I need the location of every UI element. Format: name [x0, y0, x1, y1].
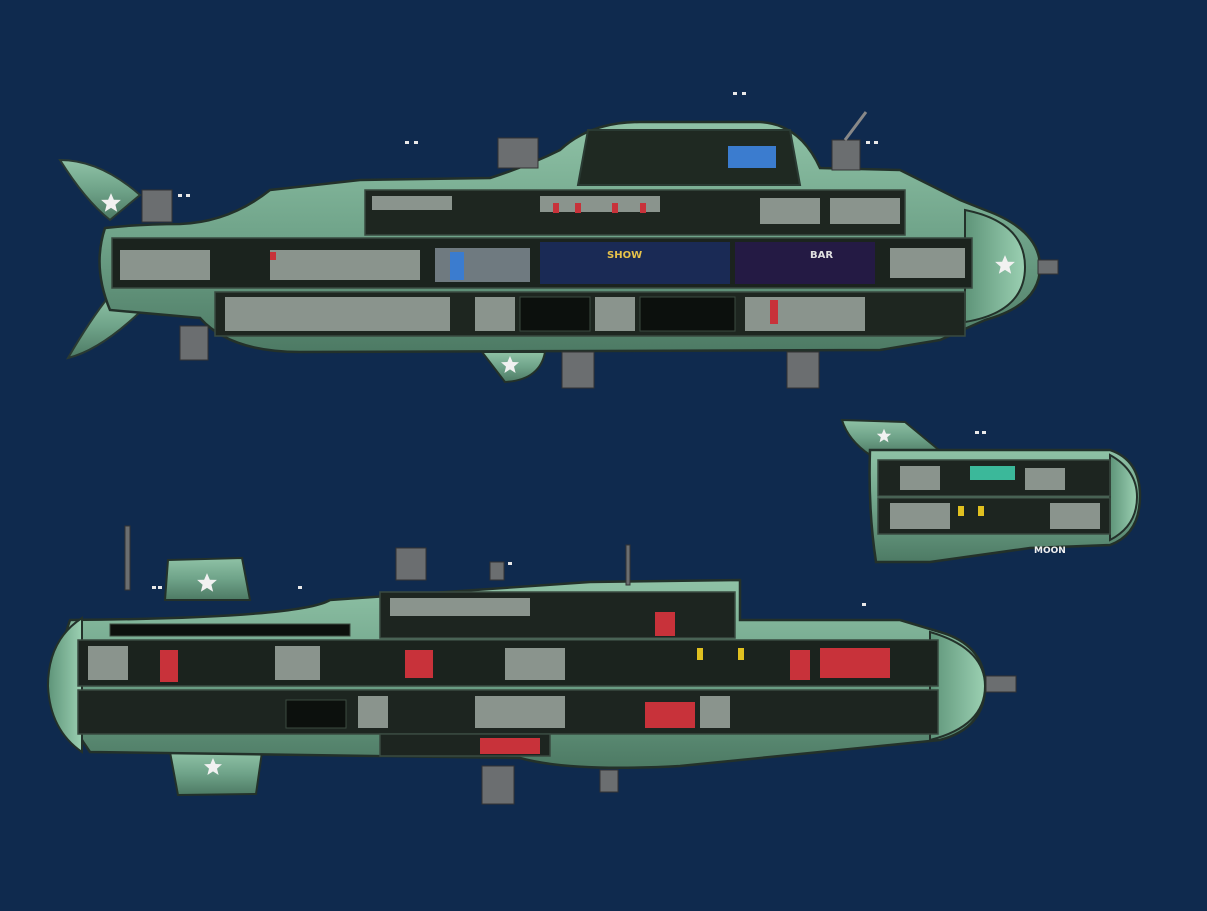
- blue-panels-top: [450, 146, 776, 280]
- red-panels-bottom: [160, 612, 890, 754]
- ventral-fin: [168, 751, 264, 797]
- antenna-lights-small: [975, 431, 986, 434]
- antenna-lights-bottom: [152, 562, 866, 606]
- yellow-panels-bottom: [697, 648, 744, 660]
- green-panels: [970, 466, 1015, 480]
- submarine-large-top[interactable]: SHOW BAR: [58, 92, 1059, 389]
- antenna-lights-top: [178, 92, 878, 197]
- conning-tower: [576, 129, 802, 186]
- show-room: [540, 242, 730, 284]
- show-sign: SHOW: [607, 250, 642, 261]
- submarine-small-right[interactable]: MOON: [840, 418, 1142, 564]
- cargo-grid-top: [519, 296, 736, 332]
- submarine-large-bottom[interactable]: [46, 525, 1017, 805]
- nose-cone: [964, 208, 1027, 324]
- tail-fin-upper: [58, 158, 142, 222]
- moon-sign: MOON: [1034, 546, 1066, 556]
- bar-sign: BAR: [810, 250, 833, 261]
- cargo-grid-bottom: [285, 699, 347, 729]
- tail-cap: [46, 616, 83, 754]
- red-panels-top: [270, 203, 778, 324]
- nose-cone: [929, 630, 987, 742]
- nose-cone: [1109, 453, 1139, 542]
- vent-strip: [109, 623, 351, 637]
- machinery-bottom: [88, 598, 730, 728]
- bar-room: [735, 242, 875, 284]
- machinery-small: [890, 466, 1100, 529]
- deck-turrets-top: [141, 111, 1059, 389]
- deck-turrets-bottom: [124, 525, 1017, 805]
- yellow-panels: [958, 506, 984, 516]
